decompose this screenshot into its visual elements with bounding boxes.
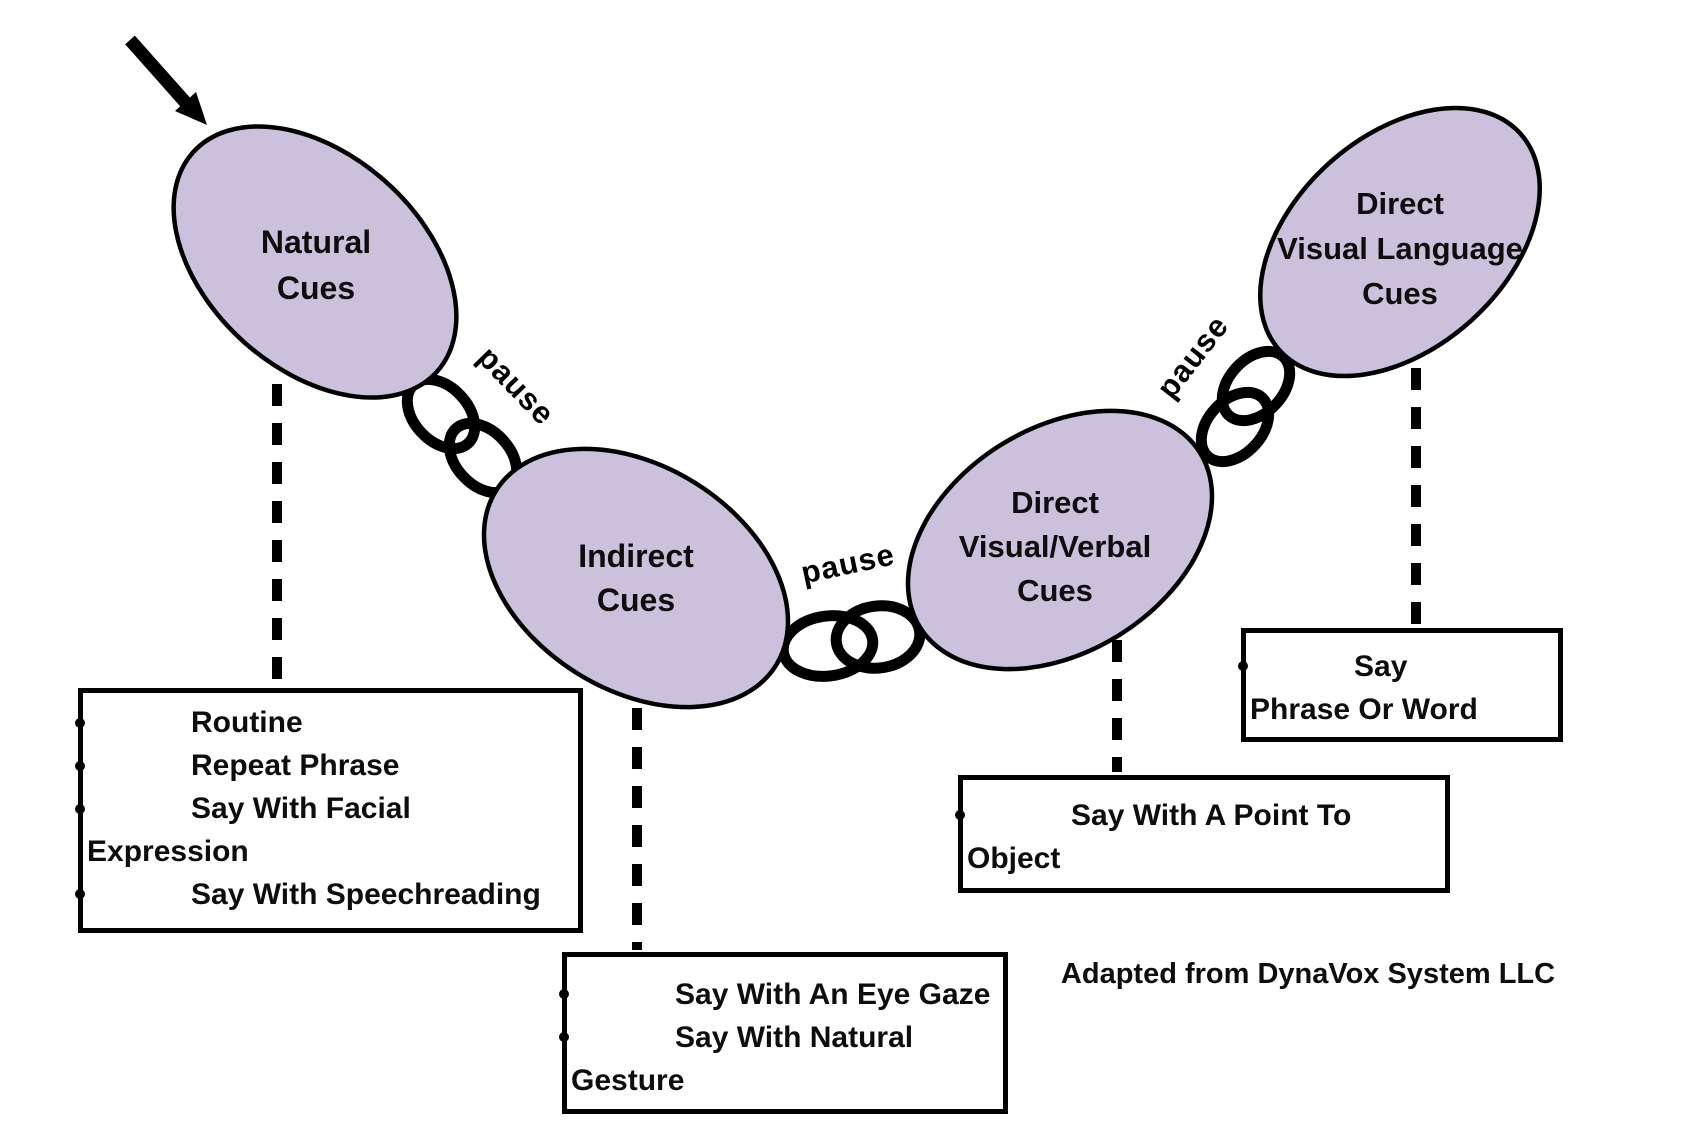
label-direct-visual-verbal-cues: Direct Visual/Verbal Cues: [905, 481, 1205, 613]
bullet-dot: [955, 810, 965, 820]
ellipse-direct-visual-language-cues: [1258, 105, 1542, 379]
strategy-box-natural-cues: Routine Repeat Phrase Say With Facial Ex…: [75, 688, 583, 933]
label-line: Cues: [1017, 573, 1093, 608]
label-natural-cues: Natural Cues: [166, 219, 466, 311]
entry-arrow-icon: [125, 35, 207, 125]
bullet-dot: [1238, 661, 1248, 671]
strategy-item: Routine: [191, 706, 303, 739]
strategy-item: Say With A Point To: [1071, 799, 1352, 832]
label-line: Cues: [596, 582, 676, 618]
label-line: Indirect: [578, 538, 694, 574]
strategy-item-wrap: Object: [967, 842, 1061, 875]
label-indirect-cues: Indirect Cues: [486, 534, 786, 622]
strategy-box-direct-visual-verbal: Say With A Point To Object: [955, 775, 1450, 893]
attribution-text: Adapted from DynaVox System LLC: [1060, 958, 1556, 990]
label-line: Direct: [1011, 485, 1099, 520]
label-line: Cues: [1362, 276, 1438, 311]
strategy-item: Say With Speechreading: [191, 878, 541, 911]
chain-ring-icon: [830, 600, 926, 674]
strategy-item-wrap: Expression: [87, 835, 249, 868]
strategy-box-indirect-cues: Say With An Eye Gaze Say With Natural Ge…: [559, 952, 1008, 1114]
strategy-item: Say: [1354, 650, 1408, 683]
strategy-item: Say With Natural: [675, 1021, 914, 1054]
bullet-dot: [75, 761, 85, 771]
bullet-dot: [75, 804, 85, 814]
strategy-item: Say With Facial: [191, 792, 411, 825]
label-line: Visual Language: [1277, 231, 1523, 266]
strategy-item: Repeat Phrase: [191, 749, 400, 782]
strategy-box-direct-visual-language: Say Phrase Or Word: [1238, 628, 1563, 742]
ellipse-direct-visual-verbal-cues: [905, 408, 1215, 672]
bullet-dot: [559, 1032, 569, 1042]
chain-ring-icon: [1195, 386, 1275, 468]
strategy-item-wrap: Gesture: [571, 1064, 685, 1097]
label-line: Cues: [276, 270, 356, 306]
label-direct-visual-language-cues: Direct Visual Language Cues: [1230, 181, 1570, 316]
ellipse-natural-cues: [171, 124, 459, 400]
ellipse-indirect-cues: [481, 446, 791, 710]
bullet-dot: [75, 718, 85, 728]
bullet-dot: [75, 889, 85, 899]
chain-links-2: [777, 600, 926, 682]
bullet-dot: [559, 989, 569, 999]
strategy-item: Say With An Eye Gaze: [675, 978, 991, 1011]
label-line: Direct: [1356, 186, 1444, 221]
label-line: Visual/Verbal: [958, 529, 1152, 564]
label-line: Natural: [260, 224, 372, 260]
strategy-item-wrap: Phrase Or Word: [1250, 693, 1478, 726]
